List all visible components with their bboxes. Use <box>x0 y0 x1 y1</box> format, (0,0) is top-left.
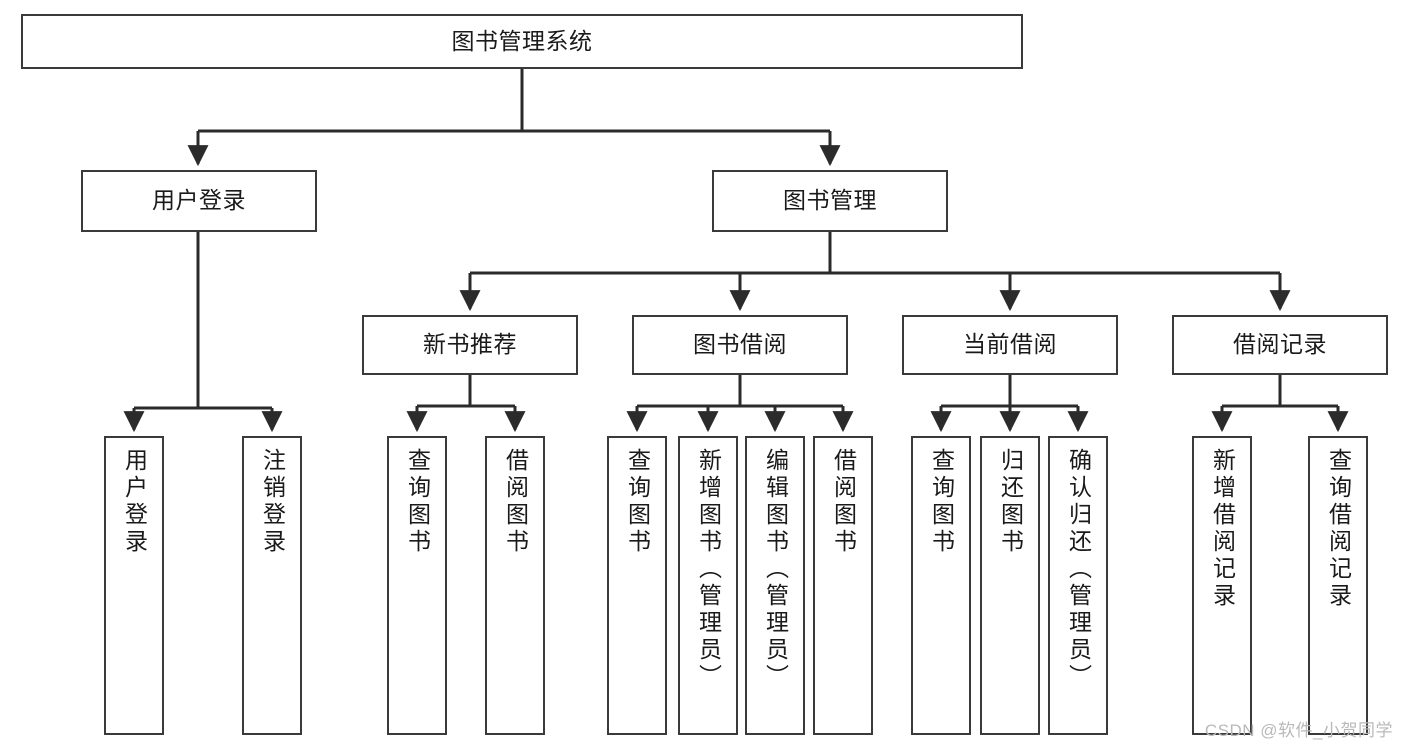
node-leaf-borrow-book-2[interactable]: 借阅图书 <box>813 436 873 735</box>
node-root-label: 图书管理系统 <box>451 27 593 54</box>
node-leaf-return-book-label: 归还图书 <box>997 448 1024 556</box>
node-leaf-query-book-2-label: 查询图书 <box>624 448 651 556</box>
node-new-book-recommendation-label: 新书推荐 <box>423 331 517 358</box>
node-leaf-query-book-1[interactable]: 查询图书 <box>387 436 447 735</box>
node-leaf-return-book[interactable]: 归还图书 <box>980 436 1040 735</box>
node-book-borrowing[interactable]: 图书借阅 <box>632 315 848 375</box>
node-leaf-add-record[interactable]: 新增借阅记录 <box>1192 436 1252 735</box>
node-new-book-recommendation[interactable]: 新书推荐 <box>362 315 578 375</box>
node-book-management-label: 图书管理 <box>783 187 877 214</box>
watermark-text: CSDN @软件_小贺同学 <box>1204 721 1393 740</box>
node-book-borrowing-label: 图书借阅 <box>693 331 787 358</box>
node-leaf-user-logout[interactable]: 注销登录 <box>242 436 302 735</box>
node-current-borrowing-label: 当前借阅 <box>963 331 1057 358</box>
node-leaf-query-book-2[interactable]: 查询图书 <box>607 436 667 735</box>
node-current-borrowing[interactable]: 当前借阅 <box>902 315 1118 375</box>
node-leaf-query-book-1-label: 查询图书 <box>404 448 431 556</box>
node-leaf-confirm-return[interactable]: 确认归还（管理员） <box>1048 436 1108 735</box>
node-leaf-add-book[interactable]: 新增图书（管理员） <box>678 436 738 735</box>
node-leaf-query-book-3-label: 查询图书 <box>928 448 955 556</box>
node-root[interactable]: 图书管理系统 <box>21 14 1023 69</box>
node-leaf-user-login-label: 用户登录 <box>121 448 148 556</box>
node-user-login[interactable]: 用户登录 <box>81 170 317 232</box>
node-leaf-query-book-3[interactable]: 查询图书 <box>911 436 971 735</box>
node-leaf-query-record-label: 查询借阅记录 <box>1325 448 1352 610</box>
node-leaf-user-logout-label: 注销登录 <box>259 448 286 556</box>
node-leaf-borrow-book-1-label: 借阅图书 <box>502 448 529 556</box>
node-user-login-label: 用户登录 <box>152 187 246 214</box>
node-leaf-borrow-book-1[interactable]: 借阅图书 <box>485 436 545 735</box>
node-leaf-confirm-return-label: 确认归还（管理员） <box>1065 448 1092 691</box>
node-borrowing-record-label: 借阅记录 <box>1233 331 1327 358</box>
node-leaf-query-record[interactable]: 查询借阅记录 <box>1308 436 1368 735</box>
node-leaf-add-book-label: 新增图书（管理员） <box>695 448 722 691</box>
node-leaf-user-login[interactable]: 用户登录 <box>104 436 164 735</box>
node-leaf-add-record-label: 新增借阅记录 <box>1209 448 1236 610</box>
node-book-management[interactable]: 图书管理 <box>712 170 948 232</box>
node-leaf-borrow-book-2-label: 借阅图书 <box>830 448 857 556</box>
node-leaf-edit-book[interactable]: 编辑图书（管理员） <box>745 436 805 735</box>
node-borrowing-record[interactable]: 借阅记录 <box>1172 315 1388 375</box>
node-leaf-edit-book-label: 编辑图书（管理员） <box>762 448 789 691</box>
